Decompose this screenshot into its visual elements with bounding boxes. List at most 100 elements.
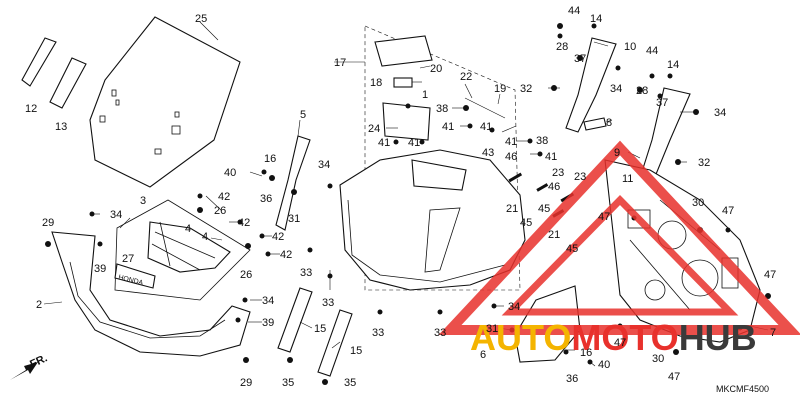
upper-cowl-rim bbox=[347, 199, 506, 283]
callout-18: 18 bbox=[370, 77, 382, 89]
callout-43: 43 bbox=[482, 147, 494, 159]
callout-42: 42 bbox=[280, 249, 292, 261]
callout-35: 35 bbox=[282, 377, 294, 389]
callout-41: 41 bbox=[505, 136, 517, 148]
callout-14: 14 bbox=[667, 59, 679, 71]
callout-46: 46 bbox=[505, 151, 517, 163]
cover-part-20 bbox=[374, 35, 433, 67]
callout-45: 45 bbox=[520, 217, 532, 229]
callout-25: 25 bbox=[195, 13, 207, 25]
callout-14: 14 bbox=[590, 13, 602, 25]
callout-47: 47 bbox=[598, 211, 610, 223]
callout-37: 37 bbox=[656, 97, 668, 109]
windscreen-details bbox=[99, 89, 181, 155]
callout-23: 23 bbox=[552, 167, 564, 179]
callout-47: 47 bbox=[668, 371, 680, 383]
callout-45: 45 bbox=[566, 243, 578, 255]
group-box-3 bbox=[114, 199, 251, 301]
windscreen-part bbox=[89, 16, 241, 188]
callout-47: 47 bbox=[614, 337, 626, 349]
group-box-17 bbox=[364, 25, 521, 291]
callout-16: 16 bbox=[264, 153, 276, 165]
callout-35: 35 bbox=[344, 377, 356, 389]
callout-24: 24 bbox=[368, 123, 380, 135]
callout-47: 47 bbox=[722, 205, 734, 217]
callout-36: 36 bbox=[260, 193, 272, 205]
callout-41: 41 bbox=[545, 151, 557, 163]
callout-42: 42 bbox=[218, 191, 230, 203]
main-frame-part bbox=[604, 159, 761, 343]
callout-labels: 25 12 13 17 20 18 1 22 19 38 24 41 41 41… bbox=[25, 5, 776, 389]
callout-30: 30 bbox=[692, 197, 704, 209]
callout-20: 20 bbox=[430, 63, 442, 75]
callout-29: 29 bbox=[42, 217, 54, 229]
callout-46: 46 bbox=[548, 181, 560, 193]
callout-34: 34 bbox=[110, 209, 122, 221]
callout-17: 17 bbox=[334, 57, 346, 69]
callout-32: 32 bbox=[698, 157, 710, 169]
callout-47: 47 bbox=[764, 269, 776, 281]
callout-34: 34 bbox=[318, 159, 330, 171]
callout-39: 39 bbox=[262, 317, 274, 329]
callout-13: 13 bbox=[55, 121, 67, 133]
callout-22: 22 bbox=[460, 71, 472, 83]
front-label: FR. bbox=[28, 352, 49, 370]
callout-31: 31 bbox=[288, 213, 300, 225]
callout-30: 30 bbox=[652, 353, 664, 365]
callout-19: 19 bbox=[494, 83, 506, 95]
callout-1: 1 bbox=[422, 89, 428, 101]
callout-21: 21 bbox=[506, 203, 518, 215]
bracket-part-8 bbox=[583, 117, 607, 131]
watermark-text: AUTOMOTOHUB bbox=[470, 317, 757, 358]
watermark-part-hub: HUB bbox=[679, 317, 757, 358]
callout-40: 40 bbox=[224, 167, 236, 179]
emblem-part-27 bbox=[114, 263, 156, 289]
lower-cowl-inner-line bbox=[69, 261, 226, 339]
callout-26: 26 bbox=[214, 205, 226, 217]
callout-34: 34 bbox=[610, 83, 622, 95]
callout-42: 42 bbox=[272, 231, 284, 243]
callout-23: 23 bbox=[574, 171, 586, 183]
callout-41: 41 bbox=[408, 137, 420, 149]
diagram-code: MKCMF4500 bbox=[716, 384, 769, 394]
callout-27: 27 bbox=[122, 253, 134, 265]
callout-39: 39 bbox=[94, 263, 106, 275]
bracket-part-24 bbox=[382, 102, 431, 141]
callout-34: 34 bbox=[714, 107, 726, 119]
stay-part-upper bbox=[565, 37, 617, 133]
callout-33: 33 bbox=[300, 267, 312, 279]
callout-44: 44 bbox=[568, 5, 580, 17]
lower-cowl-part bbox=[51, 231, 251, 357]
inner-panel-ribs bbox=[151, 221, 216, 271]
callout-34: 34 bbox=[508, 301, 520, 313]
callout-28: 28 bbox=[556, 41, 568, 53]
callout-4: 4 bbox=[185, 223, 191, 235]
clip-part-18 bbox=[393, 77, 413, 88]
callout-29: 29 bbox=[240, 377, 252, 389]
callout-8: 8 bbox=[606, 117, 612, 129]
callout-21: 21 bbox=[548, 229, 560, 241]
callout-15: 15 bbox=[314, 323, 326, 335]
callout-33: 33 bbox=[322, 297, 334, 309]
callout-33: 33 bbox=[434, 327, 446, 339]
callout-12: 12 bbox=[25, 103, 37, 115]
watermark-part-auto: AUTO bbox=[470, 317, 571, 358]
callout-5: 5 bbox=[300, 109, 306, 121]
strip-part-b bbox=[317, 309, 353, 377]
callout-33: 33 bbox=[372, 327, 384, 339]
callout-7: 7 bbox=[770, 327, 776, 339]
watermark-part-moto: MOTO bbox=[571, 317, 678, 358]
callout-44: 44 bbox=[646, 45, 658, 57]
callout-26: 26 bbox=[240, 269, 252, 281]
callout-28: 28 bbox=[636, 85, 648, 97]
callout-41: 41 bbox=[378, 137, 390, 149]
watermark-triangle-outer-icon bbox=[438, 140, 800, 335]
callout-15: 15 bbox=[350, 345, 362, 357]
rod-part bbox=[464, 97, 506, 119]
callout-32: 32 bbox=[520, 83, 532, 95]
callout-2: 2 bbox=[36, 299, 42, 311]
trim-part-13 bbox=[49, 57, 87, 109]
callout-42: 42 bbox=[238, 217, 250, 229]
watermark-logo bbox=[438, 140, 800, 335]
callout-3: 3 bbox=[140, 195, 146, 207]
